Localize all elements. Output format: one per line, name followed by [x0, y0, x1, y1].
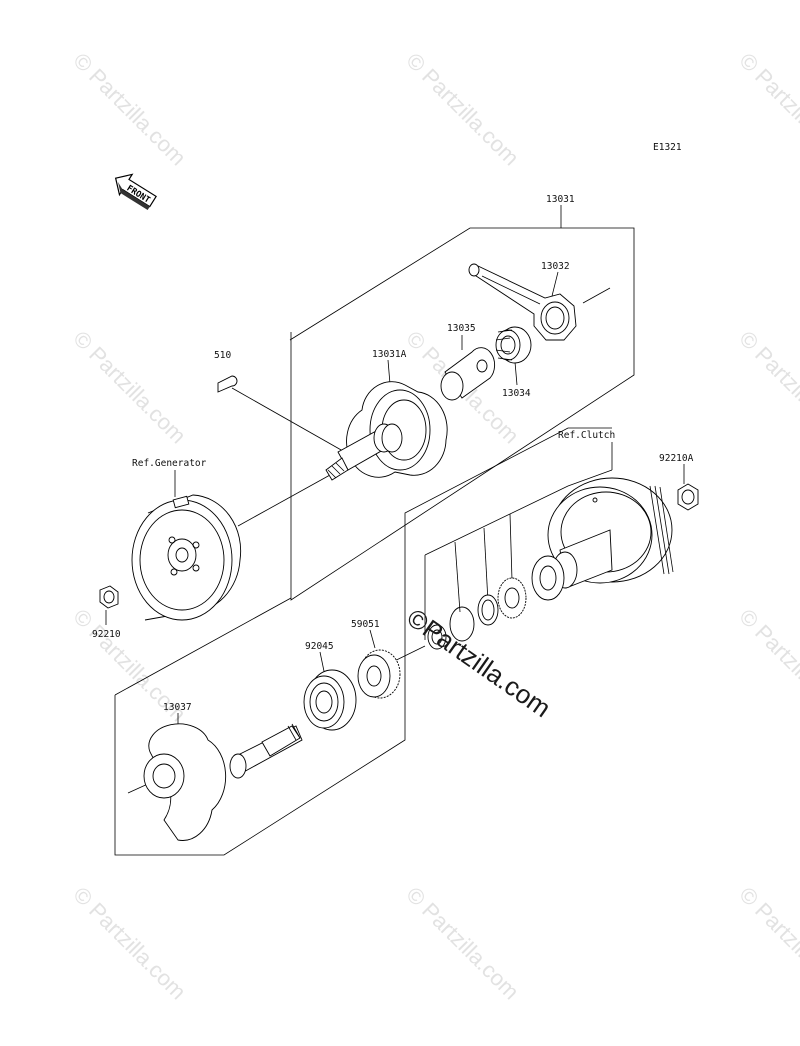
watermark: © Partzilla.com [734, 882, 800, 1005]
circlip [449, 606, 475, 642]
leader [454, 541, 461, 613]
connecting-rod-13032 [468, 263, 577, 341]
washer [477, 594, 499, 626]
label-510: 510 [214, 350, 231, 361]
label-13035: 13035 [447, 323, 476, 334]
label-92045: 92045 [305, 641, 334, 652]
leader [424, 469, 613, 556]
watermark: © Partzilla.com [734, 48, 800, 171]
watermark: © Partzilla.com [401, 882, 524, 1005]
crankshaft-13037 [143, 723, 303, 841]
watermark: © Partzilla.com [68, 326, 191, 449]
label-13031A: 13031A [372, 349, 407, 360]
crank-pin-13035 [440, 347, 496, 401]
frame-13037 [114, 427, 612, 856]
label-ref-clutch: Ref.Clutch [558, 430, 615, 441]
leader [237, 474, 331, 527]
needle-bearing-13034 [495, 326, 532, 364]
frame-13031 [289, 227, 635, 601]
leader [551, 271, 559, 297]
leader [387, 359, 391, 385]
clutch-gear [497, 577, 527, 619]
leader [509, 513, 513, 581]
leader [369, 629, 376, 649]
watermark: © Partzilla.com [401, 48, 524, 171]
bearing-92045 [303, 669, 357, 731]
key-510 [217, 375, 238, 393]
label-92210A: 92210A [659, 453, 694, 464]
label-ref-generator: Ref.Generator [132, 458, 207, 469]
generator-rotor [131, 494, 242, 621]
label-13031: 13031 [546, 194, 575, 205]
leader [231, 387, 351, 456]
leader [483, 527, 489, 603]
frame-link [114, 597, 292, 696]
front-arrow-icon: FRONT [114, 173, 157, 210]
label-13032: 13032 [541, 261, 570, 272]
center-watermark: ©Partzilla.com [402, 602, 557, 723]
label-92210: 92210 [92, 629, 121, 640]
leader [582, 287, 611, 304]
nut-92210 [99, 585, 119, 609]
leader [514, 361, 518, 386]
crankshaft-13031A [325, 381, 448, 481]
watermark: © Partzilla.com [68, 48, 191, 171]
clutch-assembly [531, 477, 674, 601]
label-59051: 59051 [351, 619, 380, 630]
watermark: © Partzilla.com [734, 326, 800, 449]
watermark: © Partzilla.com [734, 604, 800, 727]
watermark: © Partzilla.com [68, 882, 191, 1005]
nut-92210A [677, 483, 699, 511]
diagram-code: E1321 [653, 142, 682, 153]
label-13037: 13037 [163, 702, 192, 713]
label-13034: 13034 [502, 388, 531, 399]
spacer [427, 624, 447, 650]
gear-59051 [357, 649, 401, 699]
